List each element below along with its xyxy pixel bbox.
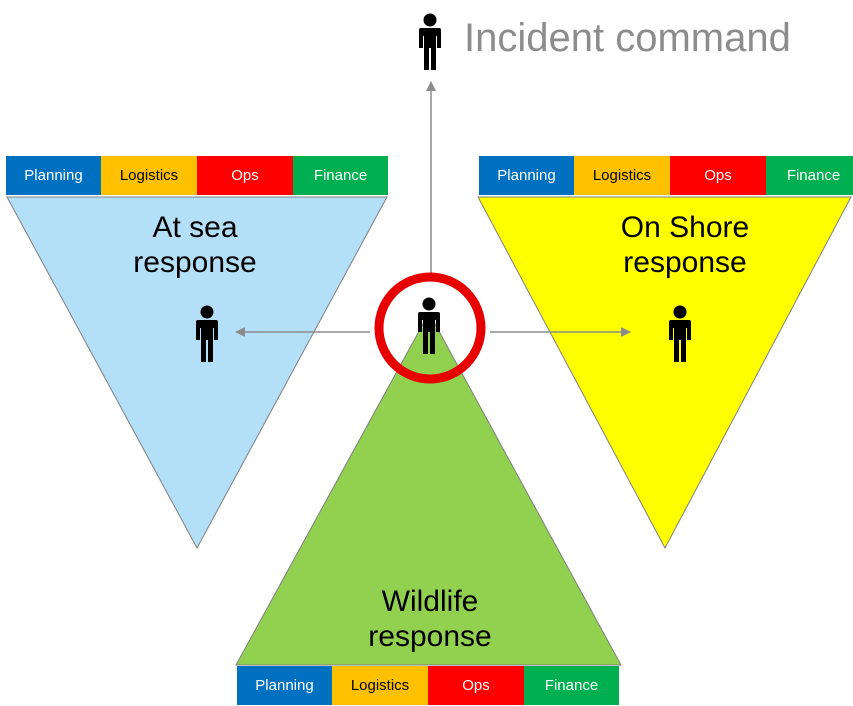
planning-cell: Planning	[6, 156, 101, 195]
planning-cell: Planning	[479, 156, 574, 195]
finance-cell: Finance	[524, 666, 619, 705]
on-shore-label: On Shore response	[590, 210, 780, 280]
at-sea-triangle	[6, 196, 388, 550]
on-shore-label-line2: response	[623, 246, 747, 279]
on-shore-label-line1: On Shore	[620, 211, 750, 244]
at-sea-label-line1: At sea	[152, 211, 238, 244]
logistics-cell: Logistics	[101, 156, 197, 195]
on-shore-function-bar: Planning Logistics Ops Finance	[479, 156, 853, 195]
wildlife-label-line2: response	[368, 620, 492, 653]
ops-cell: Ops	[197, 156, 293, 195]
highlight-circle	[374, 272, 486, 384]
ops-cell: Ops	[428, 666, 524, 705]
at-sea-label: At sea response	[100, 210, 290, 280]
logistics-cell: Logistics	[332, 666, 428, 705]
on-shore-triangle	[477, 196, 852, 550]
wildlife-triangle	[235, 311, 622, 666]
logistics-cell: Logistics	[574, 156, 670, 195]
finance-cell: Finance	[766, 156, 853, 195]
wildlife-function-bar: Planning Logistics Ops Finance	[237, 666, 619, 705]
wildlife-label-line1: Wildlife	[381, 585, 479, 618]
wildlife-label: Wildlife response	[330, 584, 530, 654]
person-icon	[419, 13, 441, 70]
ops-cell: Ops	[670, 156, 766, 195]
incident-command-title: Incident command	[464, 16, 791, 60]
at-sea-label-line2: response	[133, 246, 257, 279]
planning-cell: Planning	[237, 666, 332, 705]
at-sea-function-bar: Planning Logistics Ops Finance	[6, 156, 388, 195]
finance-cell: Finance	[293, 156, 388, 195]
